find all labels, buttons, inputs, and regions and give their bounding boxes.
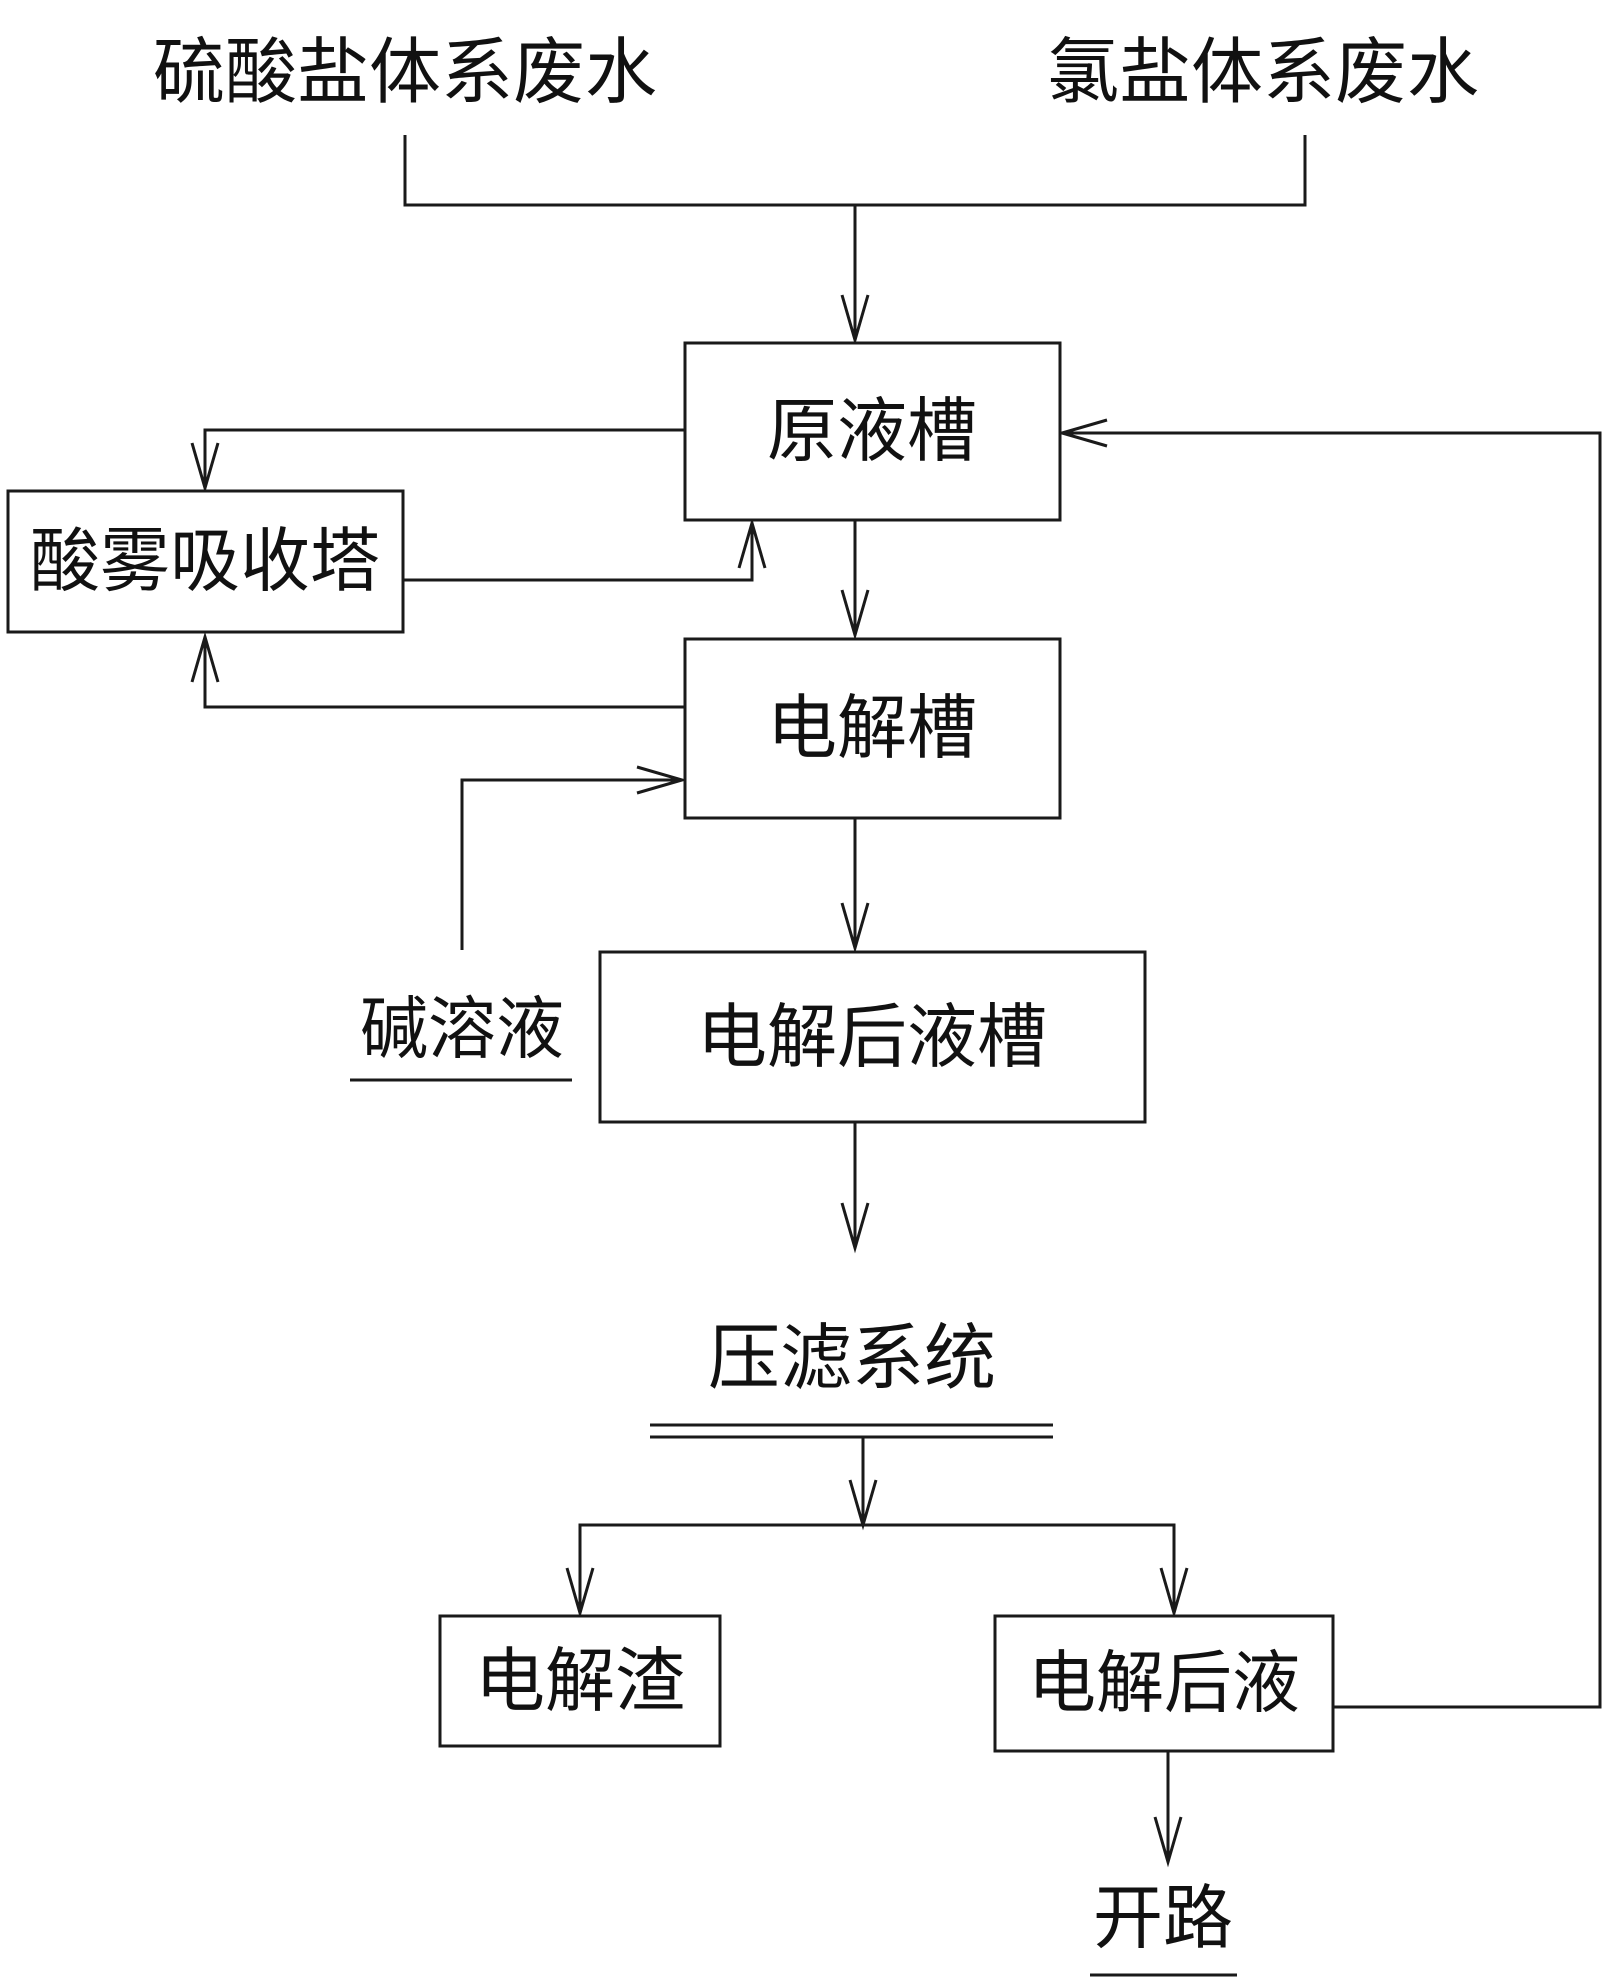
connector-tower-to-raw-tank	[403, 523, 754, 582]
arrowhead-down-icon	[565, 1567, 595, 1619]
raw-tank-box: 原液槽	[683, 341, 1062, 522]
connector-branch-left	[578, 1523, 863, 1613]
post-electrolysis-tank-box: 电解后液槽	[598, 950, 1147, 1124]
electrolytic-cell-label: 电解槽	[767, 687, 977, 769]
acid-mist-tower-box: 酸雾吸收塔	[6, 489, 405, 634]
bleed-off-label: 开路	[1093, 1877, 1233, 1959]
connector-cell-to-tower	[203, 637, 685, 709]
raw-tank-label: 原液槽	[767, 390, 977, 472]
post-electrolysis-tank-label: 电解后液槽	[697, 996, 1047, 1078]
sulfate-wastewater-label: 硫酸盐体系废水	[153, 30, 657, 114]
post-electrolysis-liquid-label: 电解后液	[1028, 1645, 1300, 1724]
arrowhead-down-icon	[1159, 1567, 1189, 1619]
alkali-solution-label: 碱溶液	[360, 991, 564, 1070]
arrowhead-down-icon	[840, 294, 870, 346]
acid-mist-tower-label: 酸雾吸收塔	[30, 520, 380, 602]
arrowhead-left-icon	[1056, 418, 1108, 448]
arrowhead-down-icon	[1153, 1816, 1183, 1868]
post-electrolysis-liquid-box: 电解后液	[993, 1614, 1335, 1753]
arrowhead-down-icon	[840, 902, 870, 954]
connectors	[203, 135, 1602, 1977]
arrowheads	[190, 294, 1189, 1868]
electrolytic-residue-box: 电解渣	[438, 1614, 722, 1748]
filter-press-label: 压滤系统	[708, 1316, 996, 1400]
arrowhead-down-icon	[848, 1479, 878, 1531]
connector-chloride-to-merge	[855, 135, 1307, 207]
chloride-wastewater-label: 氯盐体系废水	[1047, 30, 1479, 114]
arrowhead-down-icon	[840, 589, 870, 641]
arrowhead-right-icon	[636, 765, 688, 795]
arrowhead-up-icon	[737, 517, 767, 569]
arrowhead-down-icon	[190, 442, 220, 494]
connector-recycle-to-raw-tank	[1062, 431, 1602, 1709]
arrowhead-up-icon	[190, 631, 220, 683]
connector-raw-tank-to-tower	[203, 428, 685, 488]
arrowhead-down-icon	[840, 1202, 870, 1254]
connector-sulfate-to-merge	[403, 135, 855, 207]
connector-alkali-to-cell	[460, 778, 682, 950]
electrolytic-cell-box: 电解槽	[683, 637, 1062, 820]
connector-branch-right	[863, 1523, 1176, 1613]
electrolytic-residue-label: 电解渣	[475, 1640, 685, 1722]
